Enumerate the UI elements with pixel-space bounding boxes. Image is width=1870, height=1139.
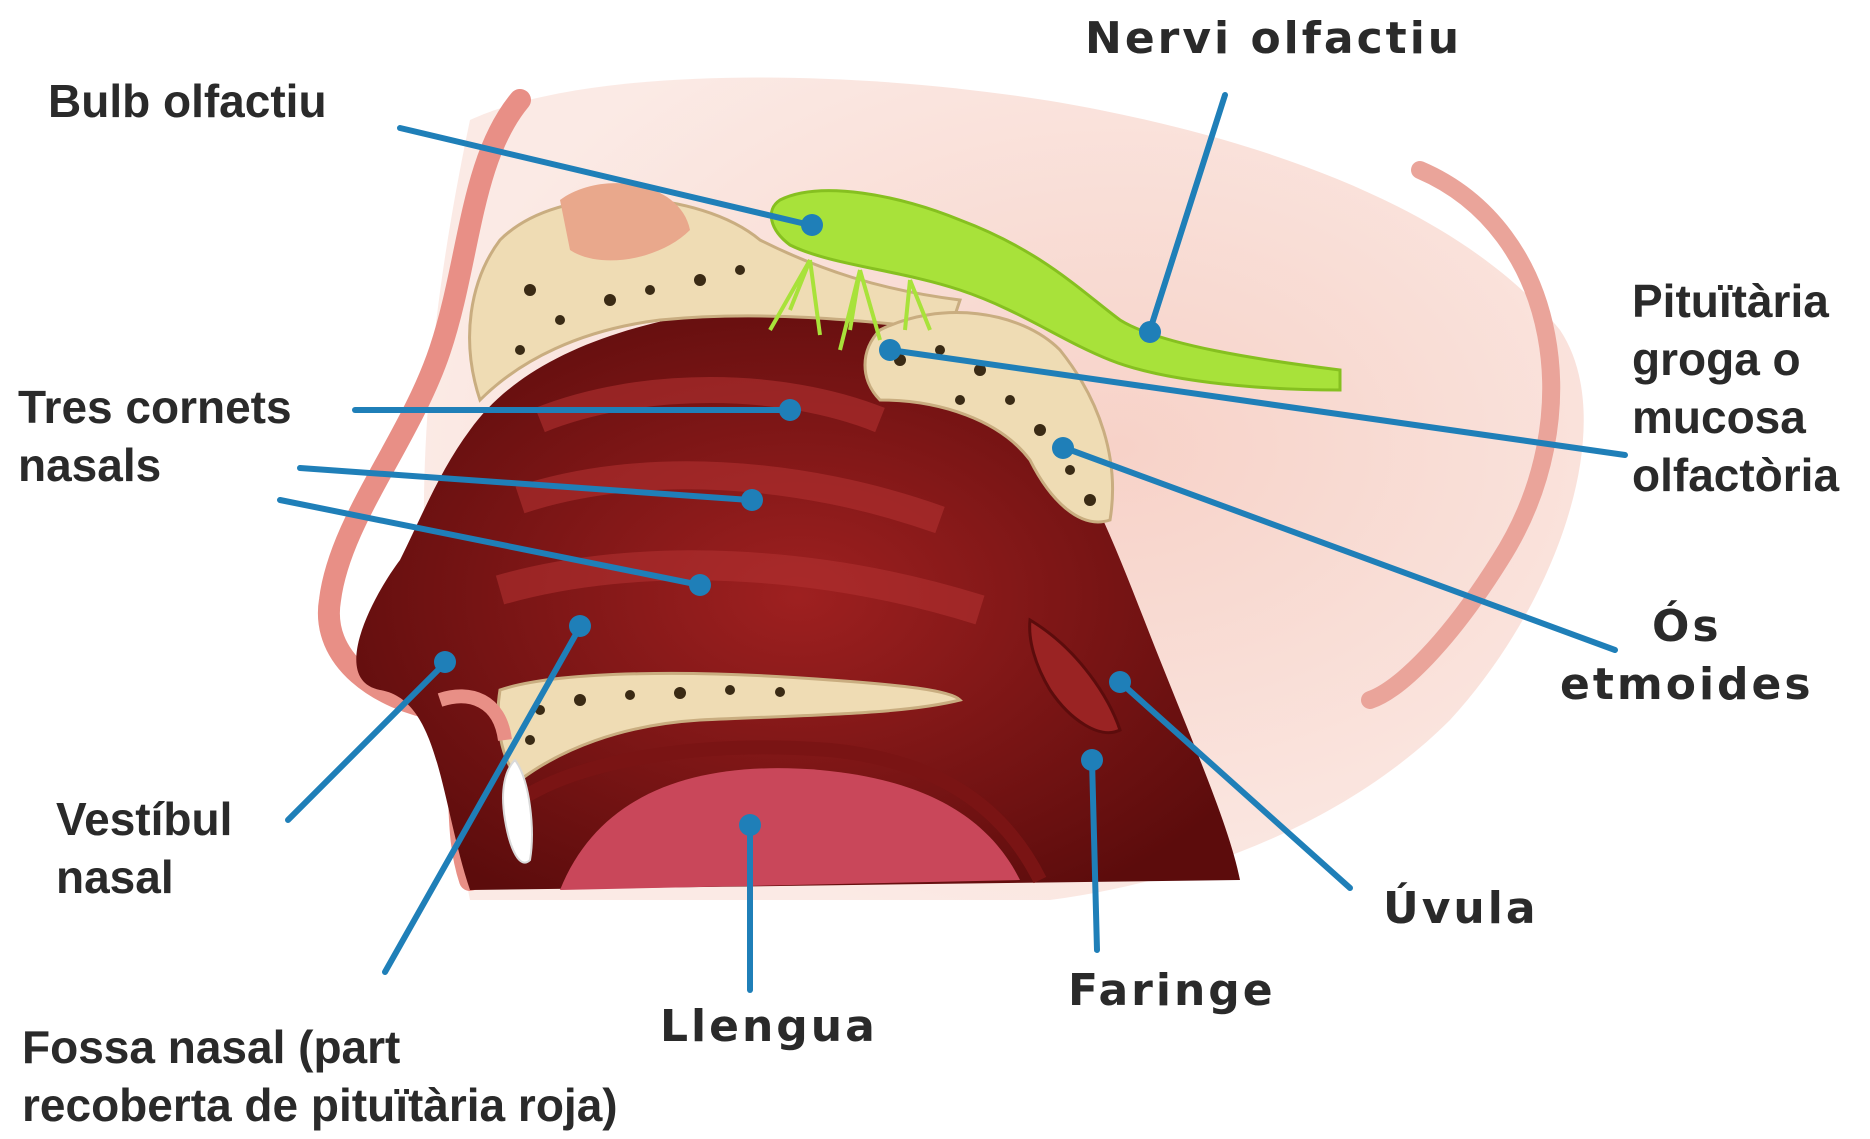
dot-os xyxy=(1052,437,1074,459)
dot-cornet-2 xyxy=(741,489,763,511)
label-tres-cornets: Tres cornets nasals xyxy=(18,378,292,494)
label-llengua: Llengua xyxy=(660,998,878,1056)
label-nervi-olfactiu: Nervi olfactiu xyxy=(1085,10,1462,68)
dot-cornet-1 xyxy=(779,399,801,421)
dot-uvula xyxy=(1109,671,1131,693)
dot-pituitaria xyxy=(879,339,901,361)
dot-vestibul xyxy=(434,651,456,673)
label-bulb-olfactiu: Bulb olfactiu xyxy=(48,72,327,130)
dot-cornet-3 xyxy=(689,574,711,596)
dot-nerve xyxy=(1139,321,1161,343)
label-faringe: Faringe xyxy=(1068,962,1276,1020)
label-os-etmoides: Ós etmoides xyxy=(1560,598,1814,714)
dot-faringe xyxy=(1081,749,1103,771)
label-pituitaria-groga: Pituïtària groga o mucosa olfactòria xyxy=(1632,272,1839,504)
label-vestibul-nasal: Vestíbul nasal xyxy=(56,790,232,906)
dot-bulb xyxy=(801,214,823,236)
dot-llengua xyxy=(739,814,761,836)
dot-fossa xyxy=(569,615,591,637)
label-uvula: Úvula xyxy=(1383,880,1539,938)
label-fossa-nasal: Fossa nasal (part recoberta de pituïtàri… xyxy=(22,1018,618,1134)
